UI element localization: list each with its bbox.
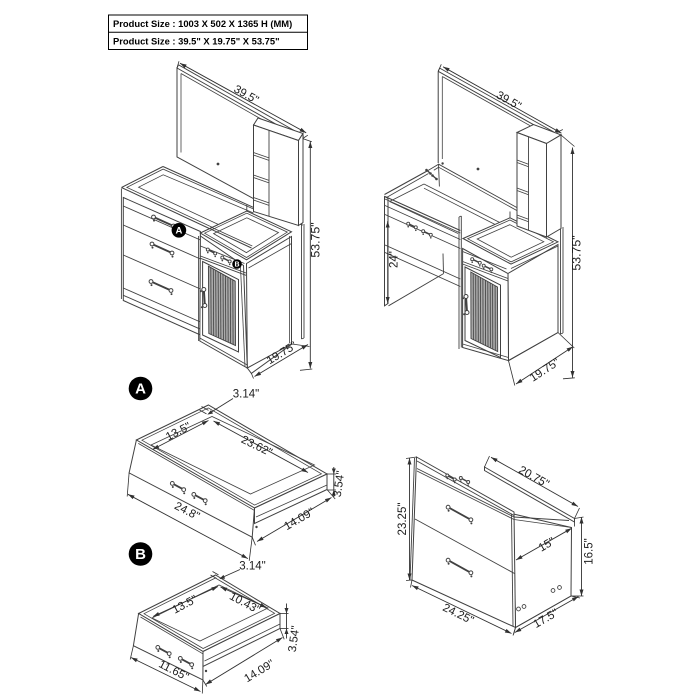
svg-text:Product Size : 1003 X 502 X 13: Product Size : 1003 X 502 X 1365 H (MM)	[113, 18, 292, 29]
svg-text:3.14": 3.14"	[239, 561, 265, 573]
svg-text:23.25": 23.25"	[397, 503, 409, 536]
svg-text:53.75": 53.75"	[569, 235, 583, 270]
svg-text:3.54": 3.54"	[332, 470, 348, 498]
svg-text:16.5": 16.5"	[584, 538, 596, 564]
svg-text:B: B	[234, 261, 239, 268]
svg-text:B: B	[135, 546, 146, 563]
svg-text:Product Size : 39.5" X 19.75": Product Size : 39.5" X 19.75" X 53.75"	[113, 35, 280, 46]
svg-text:A: A	[135, 380, 146, 397]
svg-text:3.54": 3.54"	[287, 625, 303, 653]
svg-text:24": 24"	[389, 251, 401, 268]
svg-text:53.75": 53.75"	[309, 222, 323, 257]
svg-text:3.14": 3.14"	[233, 389, 259, 401]
svg-text:A: A	[175, 225, 182, 236]
